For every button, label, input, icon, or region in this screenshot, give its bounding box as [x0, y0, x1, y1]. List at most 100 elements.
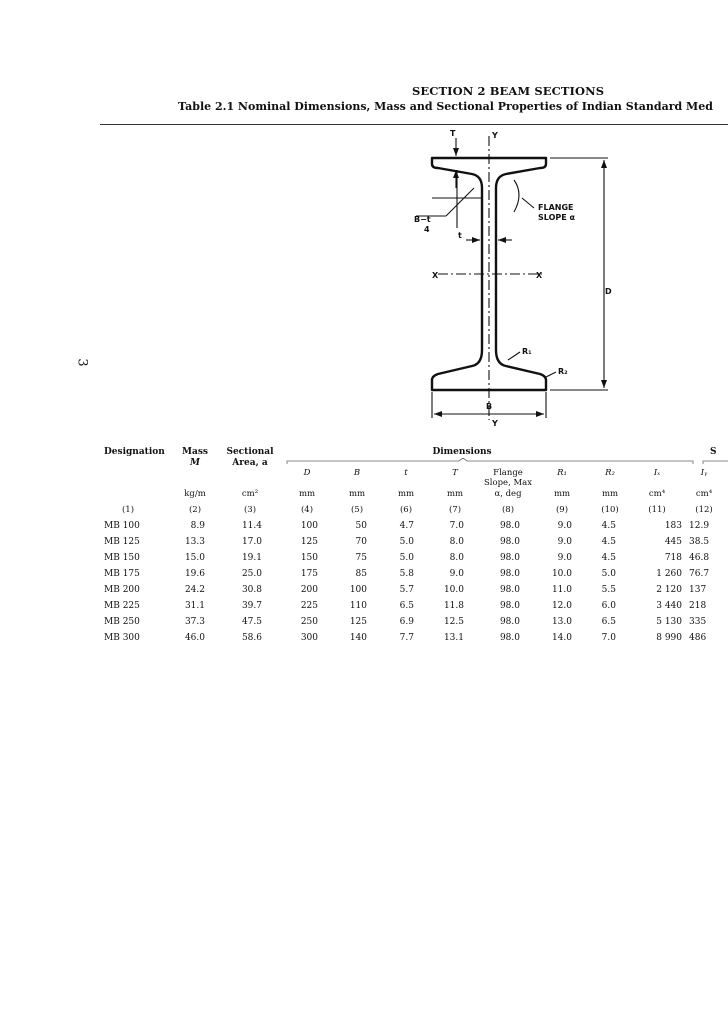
- header-R1: R₁: [557, 468, 567, 478]
- row-cell: 125: [300, 537, 318, 547]
- unit-T: mm: [446, 489, 464, 499]
- row-cell: 6.5: [601, 617, 616, 627]
- row-cell: 5.5: [601, 585, 616, 595]
- label-Y-top: Y: [491, 131, 498, 140]
- row-cell: 125: [349, 617, 367, 627]
- header-slope: Slope, Max: [483, 478, 533, 488]
- row-cell: 9.0: [449, 569, 464, 579]
- row-cell: 85: [355, 569, 367, 579]
- row-cell: 7.0: [601, 633, 616, 643]
- row-cell: 3 440: [656, 601, 682, 611]
- row-cell: 76.7: [689, 569, 710, 579]
- row-cell: 445: [664, 537, 682, 547]
- row-cell: 137: [689, 585, 707, 595]
- row-cell: 140: [349, 633, 367, 643]
- row-cell: 98.0: [499, 601, 520, 611]
- row-cell: 7.7: [399, 633, 414, 643]
- row-cell: 98.0: [499, 617, 520, 627]
- row-cell: 110: [349, 601, 367, 611]
- row-cell: 8.0: [449, 537, 464, 547]
- row-cell: 200: [300, 585, 318, 595]
- row-cell: 58.6: [241, 633, 262, 643]
- label-X-left: X: [432, 271, 439, 280]
- row-cell: 10.0: [443, 585, 464, 595]
- header-mass: Mass: [182, 447, 208, 457]
- row-cell: 6.9: [399, 617, 414, 627]
- header-B: B: [353, 468, 361, 478]
- label-D: D: [605, 287, 612, 296]
- label-X-right: X: [536, 271, 543, 280]
- row-designation: MB 125: [104, 537, 140, 547]
- row-cell: 46.8: [689, 553, 710, 563]
- header-mass-symbol: M: [190, 458, 200, 468]
- header-area: Sectional: [226, 447, 274, 457]
- row-cell: 31.1: [184, 601, 205, 611]
- colnum-2: (2): [188, 505, 202, 515]
- row-cell: 13.0: [551, 617, 572, 627]
- row-cell: 8.9: [190, 521, 205, 531]
- unit-R2: mm: [601, 489, 619, 499]
- row-cell: 98.0: [499, 553, 520, 563]
- row-cell: 11.0: [551, 585, 572, 595]
- label-b-minus-t: B−t: [414, 215, 431, 224]
- row-cell: 300: [300, 633, 318, 643]
- row-cell: 225: [300, 601, 318, 611]
- row-cell: 98.0: [499, 633, 520, 643]
- label-flange: FLANGE: [538, 203, 573, 212]
- row-cell: 4.7: [399, 521, 414, 531]
- row-cell: 12.9: [689, 521, 710, 531]
- row-designation: MB 100: [104, 521, 140, 531]
- page-number: 3: [74, 358, 90, 367]
- row-cell: 50: [355, 521, 367, 531]
- header-Ix: Iₓ: [653, 468, 661, 478]
- row-cell: 98.0: [499, 521, 520, 531]
- row-cell: 4.5: [601, 521, 616, 531]
- row-cell: 335: [689, 617, 707, 627]
- dimensions-brace: [286, 458, 728, 464]
- colnum-3: (3): [243, 505, 257, 515]
- row-cell: 7.0: [449, 521, 464, 531]
- row-cell: 17.0: [241, 537, 262, 547]
- row-cell: 100: [349, 585, 367, 595]
- row-cell: 6.5: [399, 601, 414, 611]
- label-four: 4: [424, 225, 430, 234]
- label-Y-bottom: Y: [491, 419, 498, 428]
- row-cell: 100: [300, 521, 318, 531]
- colnum-6: (6): [399, 505, 413, 515]
- row-cell: 39.7: [241, 601, 262, 611]
- header-designation: Designation: [104, 447, 165, 457]
- row-cell: 2 120: [656, 585, 682, 595]
- row-cell: 98.0: [499, 537, 520, 547]
- header-Iy: Iᵧ: [700, 468, 708, 478]
- label-R1: R₁: [522, 347, 532, 356]
- header-s: S: [710, 447, 717, 457]
- label-T: T: [450, 129, 456, 138]
- row-cell: 19.1: [241, 553, 262, 563]
- row-cell: 1 260: [656, 569, 682, 579]
- row-cell: 37.3: [184, 617, 205, 627]
- colnum-9: (9): [555, 505, 569, 515]
- colnum-1: (1): [121, 505, 135, 515]
- unit-area: cm²: [241, 489, 259, 499]
- unit-Ix: cm⁴: [648, 489, 666, 499]
- table-title: Table 2.1 Nominal Dimensions, Mass and S…: [178, 100, 713, 113]
- row-designation: MB 250: [104, 617, 140, 627]
- top-rule: [100, 124, 728, 125]
- unit-slope: α, deg: [494, 489, 522, 499]
- label-slope: SLOPE α: [538, 213, 575, 222]
- row-cell: 5.0: [399, 553, 414, 563]
- row-cell: 4.5: [601, 537, 616, 547]
- row-cell: 250: [300, 617, 318, 627]
- row-cell: 25.0: [241, 569, 262, 579]
- row-cell: 9.0: [557, 537, 572, 547]
- section-title: SECTION 2 BEAM SECTIONS: [412, 84, 605, 98]
- row-cell: 38.5: [689, 537, 710, 547]
- i-beam-cross-section-diagram: T Y Y X X FLANGE SLOPE α B−t 4 t D R₁ R₂…: [414, 129, 612, 428]
- row-cell: 13.1: [443, 633, 464, 643]
- row-cell: 10.0: [551, 569, 572, 579]
- unit-Iy: cm⁴: [695, 489, 713, 499]
- row-cell: 24.2: [184, 585, 205, 595]
- header-area-symbol: Area, a: [232, 458, 268, 468]
